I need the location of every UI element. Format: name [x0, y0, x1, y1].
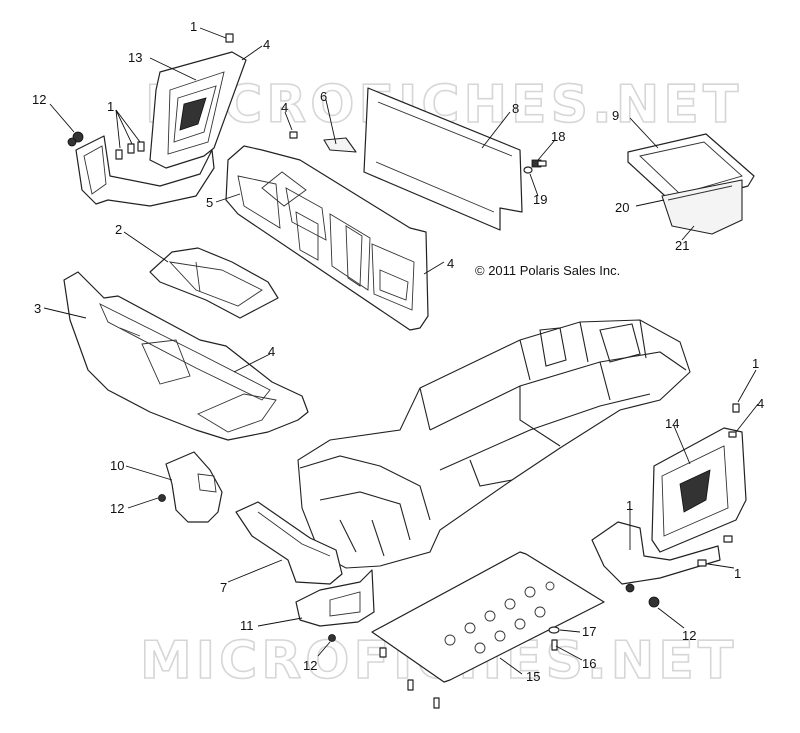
callout-2: 2 — [115, 222, 122, 237]
part-7-footwell — [235, 501, 343, 585]
callout-1-right-mid: 1 — [626, 498, 633, 513]
part-3-floor-tub — [63, 271, 309, 441]
part-13-left-side-panel — [149, 51, 247, 169]
callout-labels: 1 4 13 12 1 4 6 8 18 19 9 20 21 2 5 4 © … — [32, 19, 764, 684]
part-right-lower-trim — [591, 521, 721, 585]
fasteners — [67, 33, 740, 709]
callout-16: 16 — [582, 656, 596, 671]
callout-11: 11 — [240, 618, 254, 633]
callout-4-floor: 4 — [268, 344, 275, 359]
leader-lines — [43, 27, 759, 675]
callout-6: 6 — [320, 89, 327, 104]
callout-15: 15 — [526, 669, 540, 684]
copyright-text: © 2011 Polaris Sales Inc. — [475, 263, 620, 278]
callout-14: 14 — [665, 416, 679, 431]
part-14-right-side-panel — [651, 427, 747, 553]
callout-10: 10 — [110, 458, 124, 473]
part-8-rear-panel — [363, 87, 523, 231]
callout-13: 13 — [128, 50, 142, 65]
callout-4-top: 4 — [263, 37, 270, 52]
part-18-bolt — [531, 159, 547, 168]
part-6-gasket — [323, 137, 357, 153]
callout-19: 19 — [533, 192, 547, 207]
callout-4-center: 4 — [281, 100, 288, 115]
callout-12-left: 12 — [110, 501, 124, 516]
callout-4-right-bulkhead: 4 — [447, 256, 454, 271]
callout-20: 20 — [615, 200, 629, 215]
part-chassis-frame — [297, 319, 691, 569]
callout-12-right: 12 — [682, 628, 696, 643]
part-2-floor-tray — [149, 247, 279, 319]
callout-1-right-top: 1 — [752, 356, 759, 371]
part-left-lower-trim — [75, 135, 215, 207]
callout-5: 5 — [206, 195, 213, 210]
callout-18: 18 — [551, 129, 565, 144]
part-11-bracket — [295, 569, 375, 627]
callout-12-top-left: 12 — [32, 92, 46, 107]
callout-7: 7 — [220, 580, 227, 595]
part-9-storage-bin — [627, 133, 755, 235]
callout-21: 21 — [675, 238, 689, 253]
callout-3: 3 — [34, 301, 41, 316]
callout-12-bottom: 12 — [303, 658, 317, 673]
callout-17: 17 — [582, 624, 596, 639]
callout-1-right-low: 1 — [734, 566, 741, 581]
callout-4-right: 4 — [757, 396, 764, 411]
part-10-bracket — [165, 451, 223, 523]
part-19-washer — [523, 166, 533, 174]
part-5-bulkhead-panel — [225, 145, 429, 331]
callout-8: 8 — [512, 101, 519, 116]
callout-1-left: 1 — [107, 99, 114, 114]
callout-1-top: 1 — [190, 19, 197, 34]
callout-9: 9 — [612, 108, 619, 123]
part-15-skid-plate — [371, 551, 605, 683]
